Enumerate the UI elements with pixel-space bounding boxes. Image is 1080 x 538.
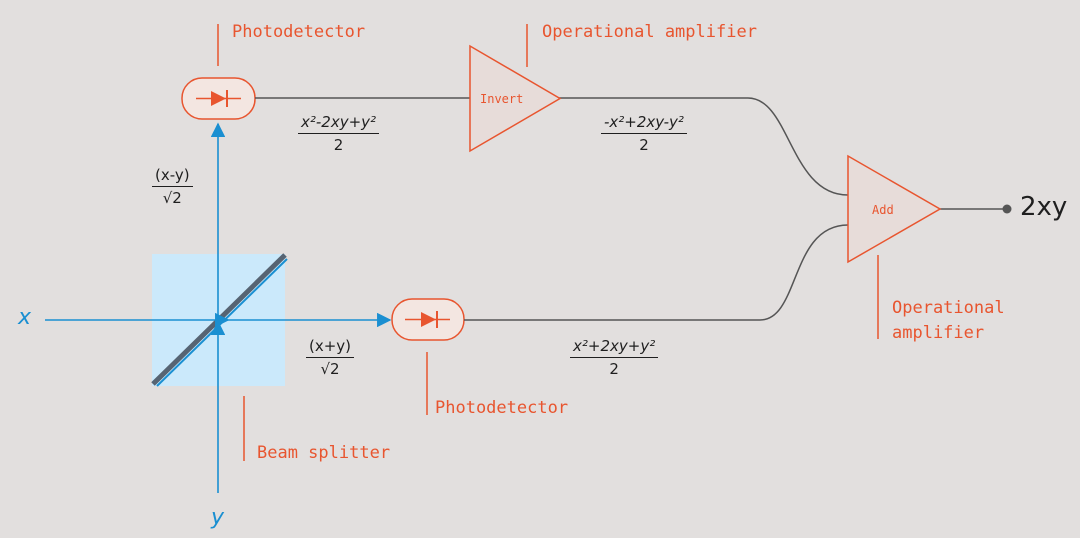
bottom-pd-output-expression: x²+2xy+y² 2 — [570, 337, 659, 378]
input-y-label: y — [211, 505, 225, 530]
top-pd-output-denominator: 2 — [333, 136, 344, 154]
bottom-photodetector-diode-icon — [421, 312, 436, 327]
bottom-pd-output-denominator: 2 — [609, 360, 619, 378]
invert-output-expression: -x²+2xy-y² 2 — [601, 113, 687, 154]
beam-right-denominator: √2 — [320, 360, 340, 378]
top-photodetector-diode-icon — [211, 91, 226, 106]
top-pd-output-numerator: x²-2xy+y² — [298, 113, 380, 134]
bottom-photodetector-label: Photodetector — [435, 398, 569, 418]
opamp-top-label: Operational amplifier — [542, 22, 757, 42]
invert-op-amp — [469, 44, 562, 153]
top-photodetector-label: Photodetector — [232, 22, 366, 42]
invert-output-numerator: -x²+2xy-y² — [601, 113, 687, 134]
opamp-right-label-line2: amplifier — [892, 323, 985, 343]
add-op-amp — [847, 154, 942, 264]
add-label: Add — [872, 203, 894, 217]
invert-label: Invert — [480, 92, 524, 106]
input-x-label: x — [18, 305, 32, 330]
beam-right-expression: (x+y) √2 — [306, 337, 355, 378]
wire-invert-to-add — [559, 97, 849, 196]
beam-right-numerator: (x+y) — [306, 337, 355, 358]
invert-output-denominator: 2 — [639, 136, 649, 154]
beam-up-numerator: (x-y) — [152, 166, 193, 187]
beam-up-denominator: √2 — [162, 189, 182, 207]
top-pd-output-expression: x²-2xy+y² 2 — [298, 113, 380, 154]
output-label: 2xy — [1020, 192, 1068, 222]
beam-splitter-label: Beam splitter — [257, 443, 391, 463]
output-node — [1002, 204, 1012, 214]
opamp-right-label-line1: Operational — [892, 298, 1005, 318]
beam-up-expression: (x-y) √2 — [152, 166, 193, 207]
bottom-pd-output-numerator: x²+2xy+y² — [570, 337, 659, 358]
wire-bottom-pd-to-add — [464, 224, 849, 321]
